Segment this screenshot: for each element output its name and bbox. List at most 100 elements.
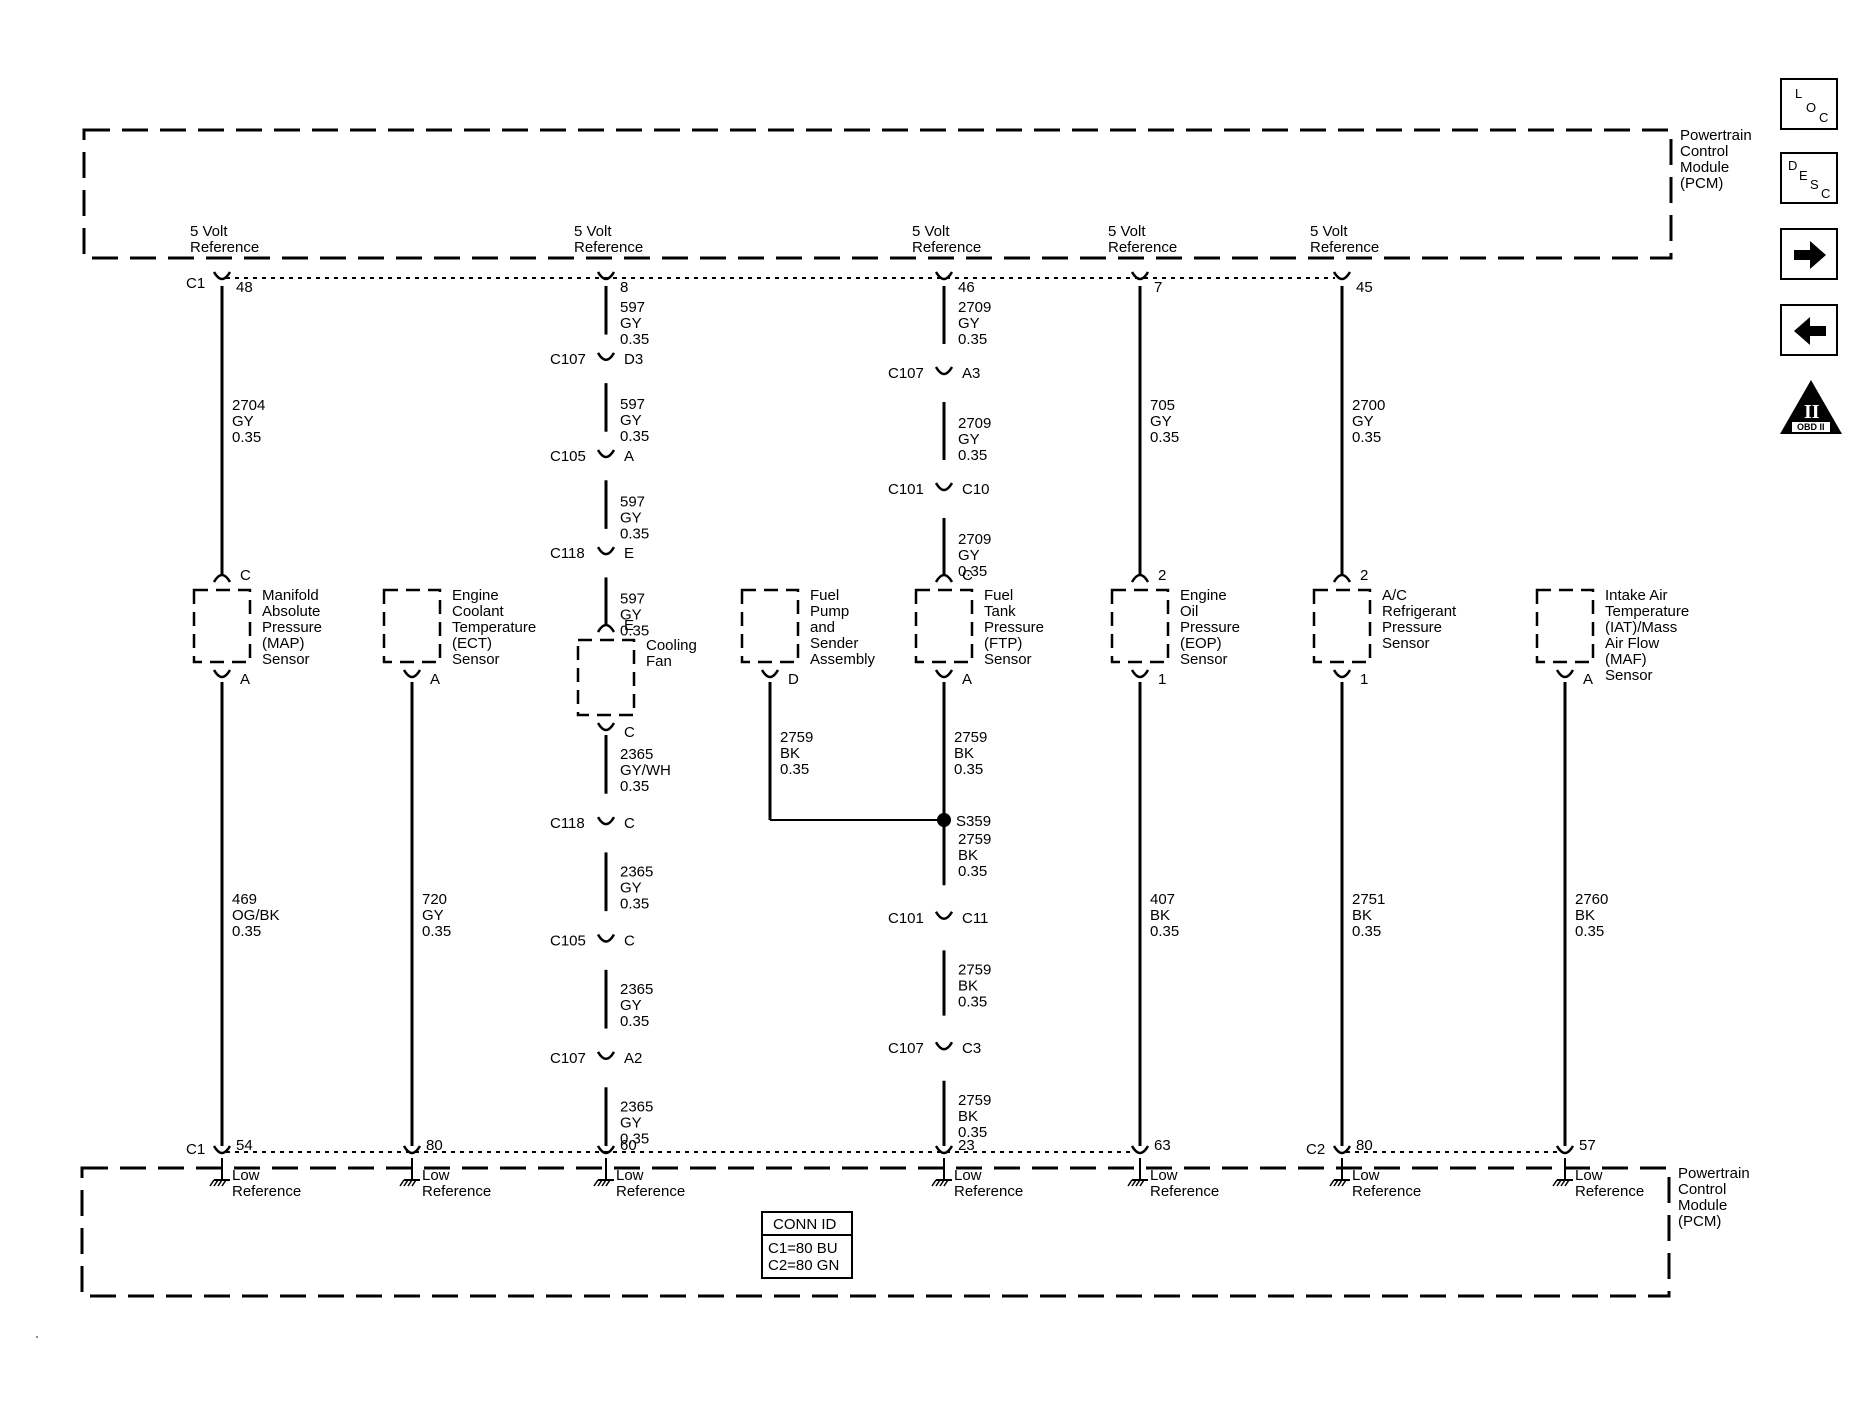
fan-bottom-pin: 60 — [620, 1137, 637, 1154]
ftp-bot-inline-conn-3 — [934, 1041, 954, 1051]
ac-sensor-top-pin: 2 — [1360, 567, 1368, 584]
ftp-inline-conn-3 — [934, 482, 954, 492]
ftp-bot-inline-conn-pin-1: C11 — [962, 910, 988, 927]
ac-sensor-box — [1312, 588, 1372, 664]
eop-top-pin-connector — [1130, 271, 1150, 281]
ftp-sensor-top-pin: C — [962, 567, 973, 584]
desc-button[interactable]: D E S C — [1780, 152, 1838, 204]
conn-id-line-2: C2=80 GN — [768, 1257, 839, 1274]
ac-top-pin-connector — [1332, 271, 1352, 281]
map-sensor-top-pin: C — [240, 567, 251, 584]
fan-inline-conn-pin-3: A — [624, 448, 634, 465]
eop-ground-symbol — [1127, 1158, 1148, 1187]
desc-letter-e: E — [1799, 168, 1808, 183]
conn-id-line-1: C1=80 BU — [768, 1240, 838, 1257]
fan-inline-conn-3 — [596, 449, 616, 459]
fan-sensor-top-connector — [596, 623, 616, 633]
ac-ground-symbol — [1329, 1158, 1350, 1187]
eop-sensor-box — [1110, 588, 1170, 664]
map-bottom-conn: C1 — [186, 1141, 205, 1158]
desc-letter-d: D — [1788, 158, 1798, 173]
right-arrow-icon — [1794, 241, 1826, 269]
fan-inline-conn-name-3: C105 — [550, 448, 586, 465]
iat-sensor-box — [1535, 588, 1595, 664]
ac-sensor-bottom-connector — [1332, 669, 1352, 679]
fan-inline-conn-name-1: C107 — [550, 351, 586, 368]
ftp-inline-conn-name-3: C101 — [888, 481, 924, 498]
fan-bottom-pin-connector — [596, 1145, 616, 1155]
ect-bottom-pin-connector — [402, 1145, 422, 1155]
iat-sensor-bottom-connector — [1555, 669, 1575, 679]
ac-bottom-pin-connector — [1332, 1145, 1352, 1155]
map-bottom-pin: 54 — [236, 1137, 253, 1154]
conn-id-title: CONN ID — [773, 1216, 837, 1233]
map-sensor-bottom-pin: A — [240, 671, 250, 688]
forward-button[interactable] — [1780, 228, 1838, 280]
fuelpump-sensor-bottom-connector — [760, 669, 780, 679]
pcm-bottom-label: Powertrain Control Module (PCM) — [1678, 1165, 1754, 1230]
ftp-top-pin-connector — [934, 271, 954, 281]
speck — [36, 1336, 38, 1338]
fan-bot-inline-conn-3 — [596, 933, 616, 943]
iat-bottom-pin: 57 — [1579, 1137, 1596, 1154]
ac-sensor-top-connector — [1332, 573, 1352, 583]
loc-letter-c: C — [1819, 110, 1829, 125]
conn-id-box: CONN ID C1=80 BU C2=80 GN — [761, 1211, 853, 1279]
ftp-sensor-bottom-connector — [934, 669, 954, 679]
loc-button[interactable]: L O C — [1780, 78, 1838, 130]
loc-letter-o: O — [1806, 100, 1817, 115]
desc-letter-s: S — [1810, 177, 1819, 192]
svg-text:OBD II: OBD II — [1797, 422, 1825, 432]
fan-sensor-bottom-connector — [596, 722, 616, 732]
ect-sensor-box — [382, 588, 442, 664]
eop-sensor-bottom-connector — [1130, 669, 1150, 679]
pcm-top-label: Powertrain Control Module (PCM) — [1680, 127, 1756, 192]
eop-top-pin: 7 — [1154, 279, 1162, 296]
ac-bottom-conn: C2 — [1306, 1141, 1325, 1158]
ftp-inline-conn-pin-1: A3 — [962, 365, 980, 382]
fan-inline-conn-pin-1: D3 — [624, 351, 643, 368]
wiring-diagram: Powertrain Control Module (PCM) Powertra… — [36, 127, 1756, 1338]
ect-ground-symbol — [399, 1158, 420, 1187]
ac-bottom-pin: 80 — [1356, 1137, 1373, 1154]
fan-bot-inline-conn-pin-1: C — [624, 815, 635, 832]
fan-bot-inline-conn-1 — [596, 816, 616, 826]
map-bottom-pin-connector — [212, 1145, 232, 1155]
fan-bot-inline-conn-name-1: C118 — [550, 815, 585, 832]
obd-ii-button[interactable]: II OBD II — [1778, 378, 1844, 436]
ftp-inline-conn-name-1: C107 — [888, 365, 924, 382]
map-sensor-bottom-connector — [212, 669, 232, 679]
svg-text:II: II — [1804, 401, 1820, 423]
ftp-bottom-pin: 23 — [958, 1137, 975, 1154]
ac-top-pin: 45 — [1356, 279, 1373, 296]
fan-inline-conn-pin-5: E — [624, 545, 634, 562]
back-button[interactable] — [1780, 304, 1838, 356]
iat-bottom-pin-connector — [1555, 1145, 1575, 1155]
fan-bot-inline-conn-pin-3: C — [624, 933, 635, 950]
fan-inline-conn-5 — [596, 546, 616, 556]
fan-top-pin: 8 — [620, 279, 628, 296]
ftp-bot-inline-conn-pin-3: C3 — [962, 1040, 981, 1057]
eop-bottom-pin-connector — [1130, 1145, 1150, 1155]
iat-ground-symbol — [1552, 1158, 1573, 1187]
ftp-sensor-top-connector — [934, 573, 954, 583]
